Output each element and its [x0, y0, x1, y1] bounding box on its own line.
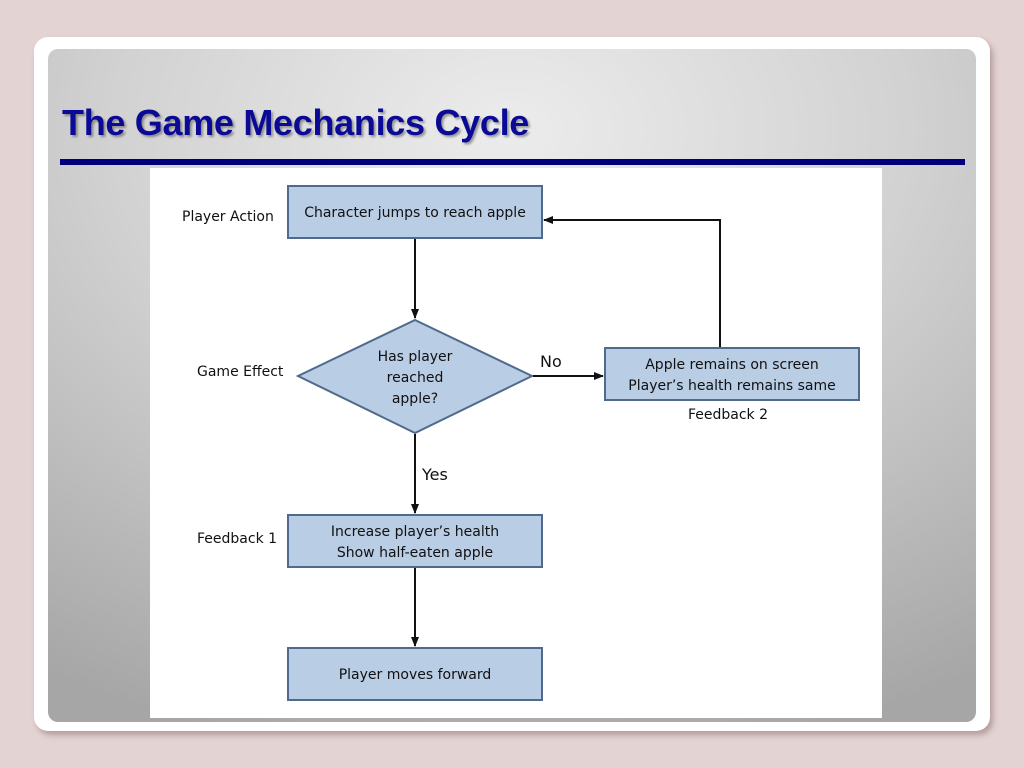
flowchart-svg: Player Action Game Effect Feedback 1 Cha…	[182, 185, 860, 701]
node-feedback-1-shape	[287, 514, 543, 568]
edge-label-no: No	[540, 352, 562, 371]
flowchart-canvas: Player Action Game Effect Feedback 1 Cha…	[150, 168, 882, 718]
edge-label-yes: Yes	[421, 465, 448, 484]
node-feedback-1-text-line2: Show half-eaten apple	[337, 545, 493, 561]
node-feedback-1-text-line1: Increase player’s health	[331, 524, 499, 540]
title-underline	[60, 159, 965, 165]
node-player-moves-forward: Player moves forward	[287, 647, 543, 701]
node-feedback-2-shape	[604, 347, 860, 401]
row-label-player-action: Player Action	[182, 209, 274, 225]
arrow-feedback-2-loop-back	[543, 216, 721, 347]
node-player-action-shape	[287, 185, 543, 239]
node-feedback-2-caption: Feedback 2	[688, 407, 768, 423]
node-feedback-2-text-line1: Apple remains on screen	[645, 357, 819, 373]
node-decision-text-line2: reached	[387, 370, 444, 386]
node-player-moves-forward-shape	[287, 647, 543, 701]
node-decision-text-line3: apple?	[392, 391, 438, 407]
node-decision-text-line1: Has player	[378, 349, 453, 365]
row-label-feedback-1: Feedback 1	[197, 531, 277, 547]
node-decision: Has player reached apple?	[295, 318, 535, 435]
slide-title: The Game Mechanics Cycle	[62, 102, 530, 143]
node-player-moves-forward-text: Player moves forward	[339, 667, 492, 683]
node-feedback-1: Increase player’s health Show half-eaten…	[287, 514, 543, 568]
slide-frame: The Game Mechanics Cycle Player Action G…	[34, 37, 990, 731]
node-decision-shape	[295, 318, 535, 435]
node-feedback-2: Apple remains on screen Player’s health …	[604, 347, 860, 401]
slide-panel: The Game Mechanics Cycle Player Action G…	[48, 49, 976, 722]
node-player-action: Character jumps to reach apple	[287, 185, 543, 239]
node-feedback-2-text-line2: Player’s health remains same	[628, 378, 835, 394]
node-player-action-text: Character jumps to reach apple	[304, 205, 526, 221]
row-label-game-effect: Game Effect	[197, 364, 284, 380]
